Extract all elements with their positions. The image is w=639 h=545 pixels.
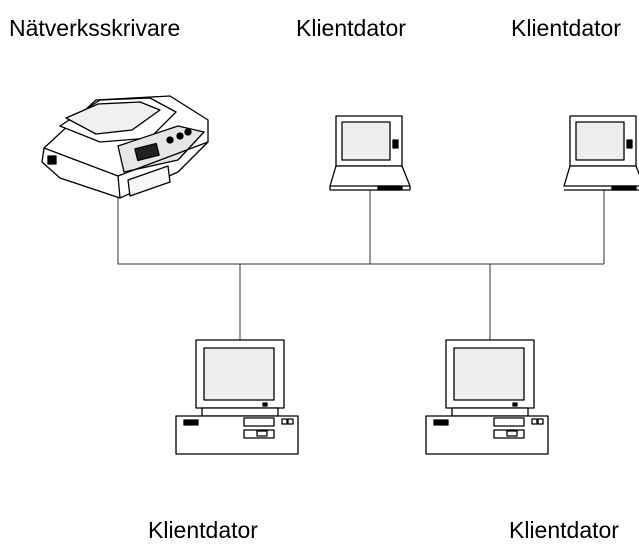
laptop-icon-right: [563, 115, 639, 191]
network-printer-icon: [41, 95, 209, 199]
client-bottom-right-label: Klientdator: [509, 517, 619, 543]
network-bus-line: [117, 190, 604, 265]
desktop-computer-icon-left: [175, 339, 299, 455]
laptop-icon-middle: [329, 115, 411, 191]
client-bottom-left-label: Klientdator: [148, 517, 258, 543]
desktop-computer-icon-right: [425, 339, 549, 455]
printer-label: Nätverksskrivare: [9, 15, 181, 41]
network-lines: [117, 190, 605, 340]
client-top-right-label: Klientdator: [511, 15, 621, 41]
client-top-middle-label: Klientdator: [296, 15, 406, 41]
